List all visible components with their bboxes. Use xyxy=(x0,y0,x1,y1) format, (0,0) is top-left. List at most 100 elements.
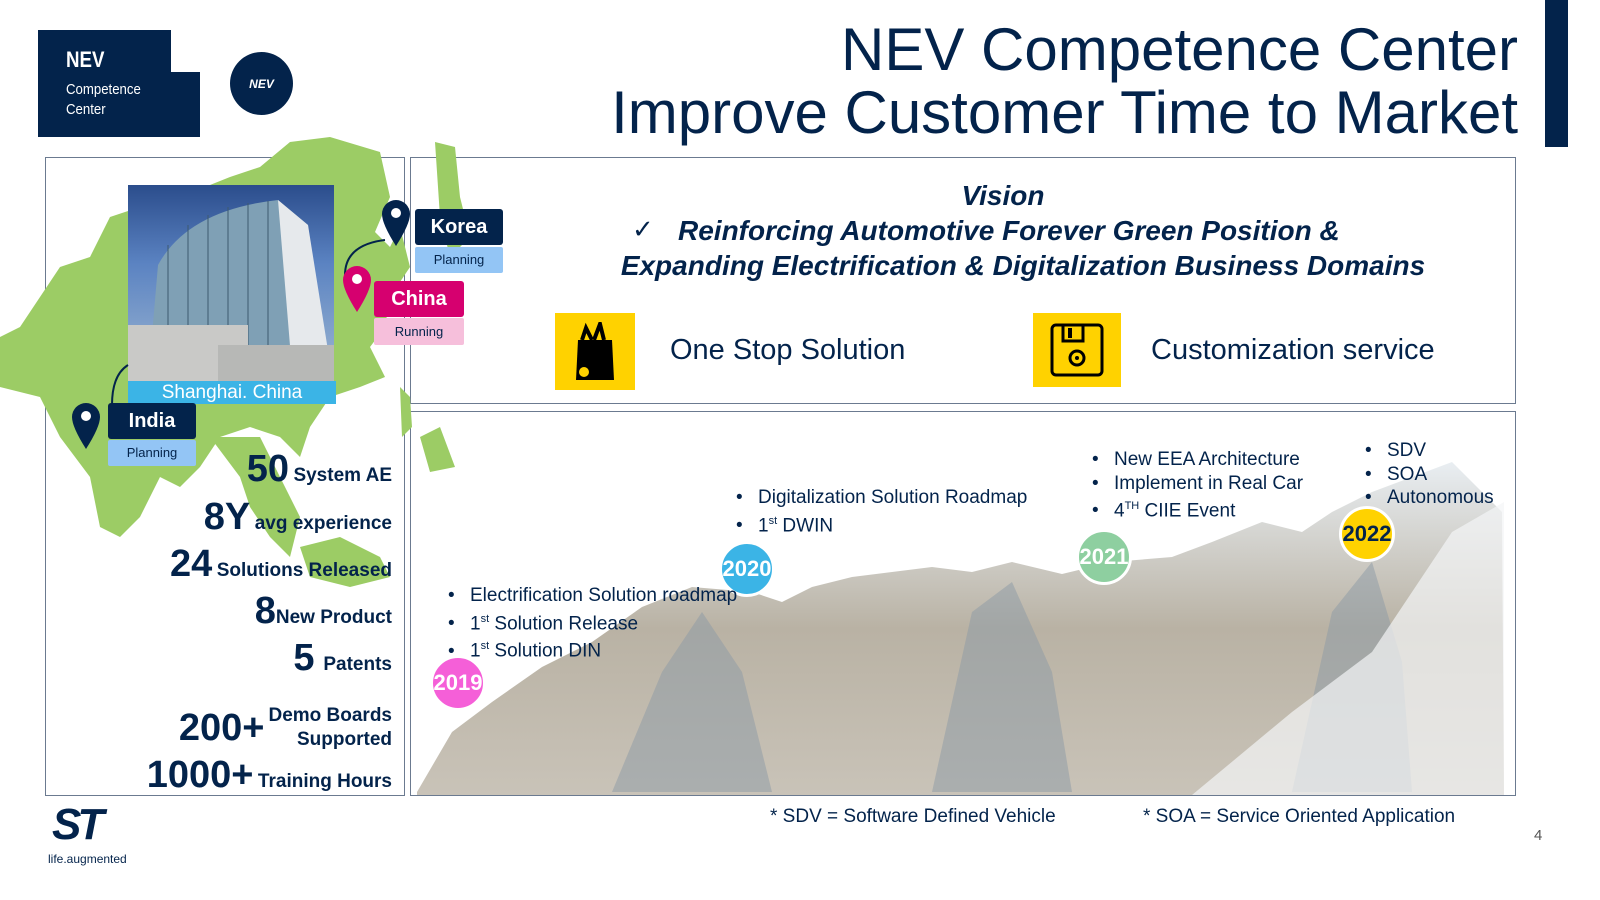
logo-notch xyxy=(171,30,201,72)
korea-pin-icon xyxy=(382,200,410,246)
timeline-item: Digitalization Solution Roadmap xyxy=(736,486,1027,510)
logo-sub-line1: Competence xyxy=(66,81,141,98)
timeline-item: Autonomous xyxy=(1365,486,1494,510)
badge-text: NEV xyxy=(249,76,274,91)
year-2020-badge: 2020 xyxy=(719,541,775,597)
year-2021-badge: 2021 xyxy=(1076,529,1132,585)
timeline-item: SDV xyxy=(1365,439,1494,463)
site-china: China xyxy=(374,281,464,317)
timeline-2021-items: New EEA ArchitectureImplement in Real Ca… xyxy=(1092,448,1303,523)
timeline-2020-items: Digitalization Solution Roadmap1st DWIN xyxy=(736,486,1027,537)
stat-training: 1000+ Training Hours xyxy=(147,754,392,797)
service-one-stop: One Stop Solution xyxy=(670,334,906,366)
timeline-item: SOA xyxy=(1365,463,1494,487)
timeline-2019-items: Electrification Solution roadmap1st Solu… xyxy=(448,584,737,663)
connector-lines xyxy=(344,239,386,276)
timeline-item: 1st Solution DIN xyxy=(448,635,737,663)
accent-bar xyxy=(1545,0,1568,147)
service-customization: Customization service xyxy=(1151,334,1435,366)
timeline-item: 1st DWIN xyxy=(736,510,1027,538)
item-text: Implement in Real Car xyxy=(1114,472,1304,494)
year-2022-badge: 2022 xyxy=(1339,506,1395,562)
vision-heading: Vision xyxy=(961,180,1045,211)
site-korea: Korea xyxy=(415,209,503,245)
item-text-rest: Solution DIN xyxy=(489,640,602,662)
timeline-item: New EEA Architecture xyxy=(1092,448,1303,472)
title-line2: Improve Customer Time to Market xyxy=(611,79,1518,146)
stat-value: 1000+ xyxy=(146,754,254,796)
item-sup: TH xyxy=(1124,500,1140,512)
locations-panel xyxy=(45,157,405,796)
china-pin-icon xyxy=(343,266,371,312)
stat-value: 5 xyxy=(293,637,315,679)
floppy-disk-icon xyxy=(1033,313,1121,387)
title-line1: NEV Competence Center xyxy=(841,16,1518,83)
timeline-panel xyxy=(410,411,1516,796)
stat-value: 8Y xyxy=(203,496,251,538)
stat-label: System AE xyxy=(293,465,392,486)
status-india: Planning xyxy=(108,440,196,466)
vision-line1: Reinforcing Automotive Forever Green Pos… xyxy=(678,215,1340,246)
stat-experience: 8Y avg experience xyxy=(204,496,392,539)
item-text: 1 xyxy=(758,514,769,536)
stat-system-ae: 50 System AE xyxy=(247,448,392,491)
stat-label: Solutions Released xyxy=(216,560,392,581)
stat-label-line1: Demo Boards xyxy=(268,705,392,726)
item-sup: st xyxy=(480,612,490,625)
stat-value: 200+ xyxy=(178,706,265,749)
status-korea: Planning xyxy=(415,247,503,273)
photo-caption: Shanghai. China xyxy=(128,381,336,404)
logo-title: NEV xyxy=(66,47,105,72)
grocery-bag-icon xyxy=(555,313,635,390)
stat-label: avg experience xyxy=(254,513,392,534)
item-text-rest: Solution Release xyxy=(489,612,639,634)
timeline-item: Implement in Real Car xyxy=(1092,472,1303,496)
item-text: Digitalization Solution Roadmap xyxy=(758,487,1028,508)
brand-tagline: life.augmented xyxy=(48,852,127,866)
item-text: New EEA Architecture xyxy=(1114,449,1300,470)
year-2019-badge: 2019 xyxy=(430,655,486,711)
status-china: Running xyxy=(374,318,464,345)
logo-sub-line2: Center xyxy=(66,101,106,118)
item-text: 1 xyxy=(470,612,481,634)
india-pin-icon xyxy=(72,403,100,449)
check-icon: ✓ xyxy=(632,214,654,244)
item-text: 1 xyxy=(470,640,481,662)
nev-car-badge: NEV xyxy=(230,52,293,115)
shanghai-office-photo xyxy=(128,185,334,382)
vision-panel xyxy=(410,157,1516,404)
item-sup: st xyxy=(480,640,490,653)
page-number: 4 xyxy=(1534,827,1543,844)
mountain-image xyxy=(417,462,1504,795)
stat-value: 8 xyxy=(254,590,276,632)
vision-line2: Expanding Electrification & Digitalizati… xyxy=(620,250,1426,281)
footnote-sdv: * SDV = Software Defined Vehicle xyxy=(770,806,1056,827)
site-india: India xyxy=(108,403,196,439)
stat-label: New Product xyxy=(275,607,392,628)
timeline-2022-items: SDVSOAAutonomous xyxy=(1365,439,1494,510)
st-logo: ST xyxy=(52,800,104,849)
stat-label-line2: Supported xyxy=(297,729,392,750)
india-connector xyxy=(111,364,129,406)
item-text-rest: DWIN xyxy=(777,514,834,536)
footnote-soa: * SOA = Service Oriented Application xyxy=(1143,806,1456,827)
item-text: SDV xyxy=(1387,440,1427,461)
item-text: Autonomous xyxy=(1387,487,1494,508)
timeline-item: 1st Solution Release xyxy=(448,608,737,636)
item-text: 4 xyxy=(1114,500,1125,522)
item-text: Electrification Solution roadmap xyxy=(470,585,738,606)
timeline-item: Electrification Solution roadmap xyxy=(448,584,737,608)
item-text: SOA xyxy=(1387,463,1428,485)
stat-solutions: 24 Solutions Released xyxy=(170,543,392,586)
timeline-item: 4TH CIIE Event xyxy=(1092,495,1303,523)
stat-patents: 5 Patents xyxy=(293,637,392,680)
item-text-rest: CIIE Event xyxy=(1139,500,1236,522)
stat-label: Training Hours xyxy=(257,771,392,792)
item-sup: st xyxy=(768,514,778,527)
stat-value: 24 xyxy=(169,543,213,585)
stat-value: 50 xyxy=(246,448,289,490)
stat-new-product: 8New Product xyxy=(255,590,392,633)
